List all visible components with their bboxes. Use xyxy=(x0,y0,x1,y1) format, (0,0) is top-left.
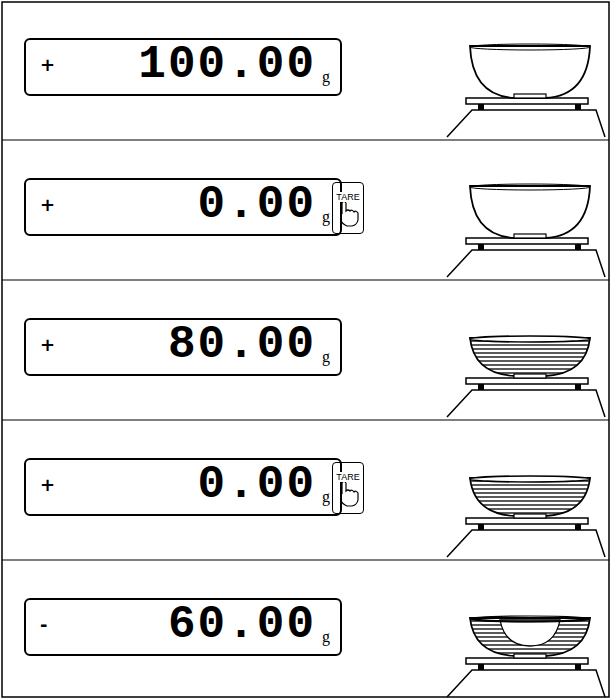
unit-label: g xyxy=(322,68,330,86)
tare-button: TARE xyxy=(332,462,364,514)
tare-button: TARE xyxy=(332,182,364,234)
sign-symbol: + xyxy=(40,474,198,495)
unit-label: g xyxy=(322,628,330,646)
lcd-display: +100.00 g xyxy=(24,38,342,96)
weight-value: 0.00 xyxy=(198,182,316,228)
unit-label: g xyxy=(322,488,330,506)
sign-symbol: + xyxy=(40,54,138,75)
sign-symbol: + xyxy=(40,194,198,215)
lcd-display: +80.00 g xyxy=(24,318,342,376)
lcd-display: +0.00 g xyxy=(24,458,342,516)
weight-value: 80.00 xyxy=(168,322,316,368)
button-label: TARE xyxy=(335,192,360,202)
lcd-display: -60.00 g xyxy=(24,598,342,656)
weight-value: 100.00 xyxy=(138,42,316,88)
sign-symbol: - xyxy=(40,614,168,635)
weight-value: 0.00 xyxy=(198,462,316,508)
unit-label: g xyxy=(322,208,330,226)
unit-label: g xyxy=(322,348,330,366)
lcd-display: +0.00 g xyxy=(24,178,342,236)
sign-symbol: + xyxy=(40,334,168,355)
button-label: TARE xyxy=(335,472,360,482)
weight-value: 60.00 xyxy=(168,602,316,648)
